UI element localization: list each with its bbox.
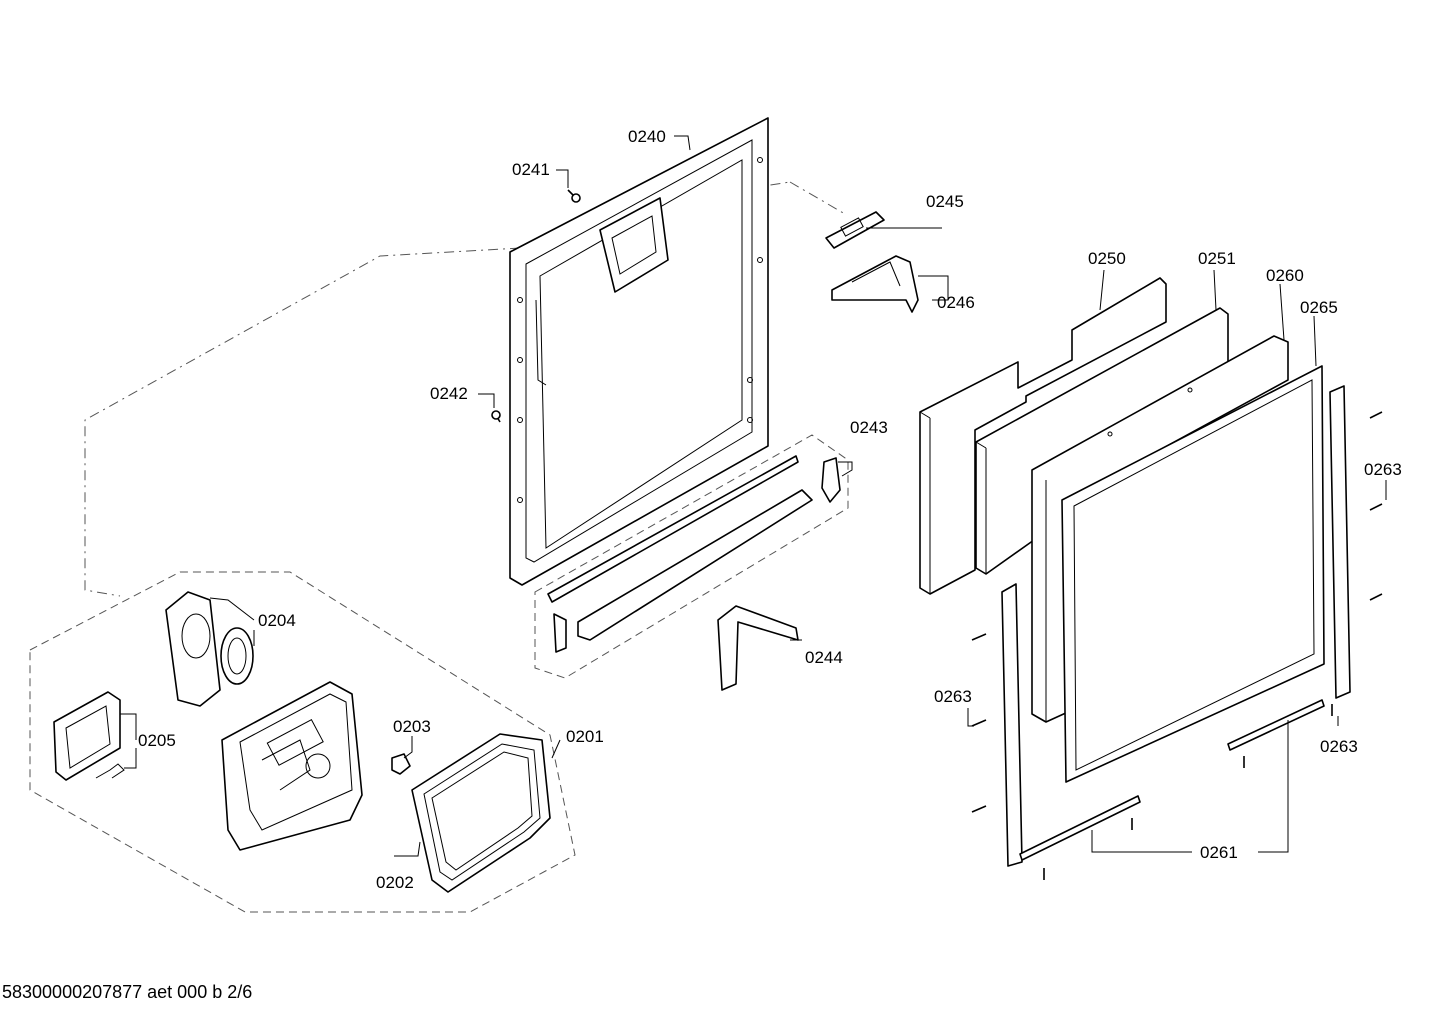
label-0203: 0203: [393, 717, 431, 736]
label-0244: 0244: [805, 648, 843, 667]
leader-lines: [120, 135, 1387, 857]
label-0250: 0250: [1088, 249, 1126, 268]
label-0260: 0260: [1266, 266, 1304, 285]
control-module-0201: [221, 681, 363, 851]
side-trim-0261: [1001, 385, 1351, 867]
screw-0241: [567, 189, 581, 203]
label-0251: 0251: [1198, 249, 1236, 268]
label-0263-left: 0263: [934, 687, 972, 706]
group-outline-upper: [84, 247, 521, 597]
label-0261: 0261: [1200, 843, 1238, 862]
insulation-panel-0250: [919, 277, 1167, 595]
latch-part-0245: [825, 211, 885, 249]
knob-0203: [391, 753, 411, 775]
label-0263-right: 0263: [1364, 460, 1402, 479]
drawing-reference: 58300000207877 aet 000 b 2/6: [2, 982, 252, 1002]
handle-0204: [165, 591, 254, 707]
label-0245: 0245: [926, 192, 964, 211]
label-0201: 0201: [566, 727, 604, 746]
inner-door-panel: [509, 117, 769, 586]
label-0265: 0265: [1300, 298, 1338, 317]
bracket-0244: [717, 605, 799, 691]
label-0263-bottom: 0263: [1320, 737, 1358, 756]
group-outline-link-2: [789, 181, 846, 215]
label-0240: 0240: [628, 127, 666, 146]
label-0204: 0204: [258, 611, 296, 630]
label-0246: 0246: [937, 293, 975, 312]
door-seal-strip: [547, 455, 841, 653]
latch-part-0246: [831, 255, 919, 313]
label-0242: 0242: [430, 384, 468, 403]
label-0243: 0243: [850, 418, 888, 437]
label-0241: 0241: [512, 160, 550, 179]
label-0205: 0205: [138, 731, 176, 750]
label-0202: 0202: [376, 873, 414, 892]
screw-0242: [491, 410, 501, 423]
group-outline-control-panel: [29, 571, 576, 913]
screw-0263: [971, 411, 1383, 880]
front-panel-0265: [1061, 365, 1325, 783]
switch-module-0205: [53, 691, 125, 781]
seal-frame-0202: [411, 733, 551, 893]
dispenser-opening: [599, 197, 669, 293]
group-outline-seal: [534, 434, 849, 679]
